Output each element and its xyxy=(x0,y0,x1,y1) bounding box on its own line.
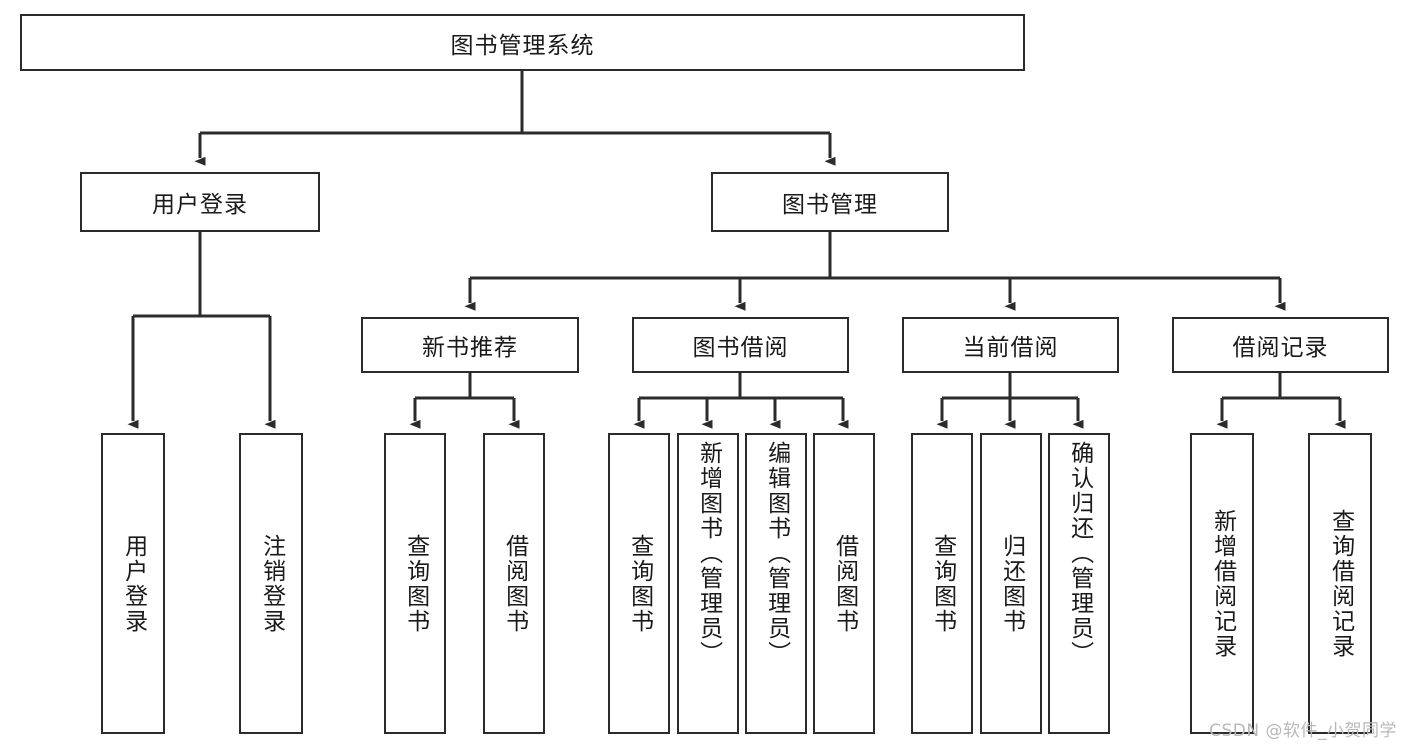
node-leaf-return-book-label: 归还图书 xyxy=(998,533,1025,634)
node-current-borrow[interactable]: 当前借阅 xyxy=(902,317,1119,373)
node-new-book-recommend[interactable]: 新书推荐 xyxy=(361,317,579,373)
node-leaf-query-book-3[interactable]: 查询图书 xyxy=(911,433,973,734)
node-leaf-borrow-book-1[interactable]: 借阅图书 xyxy=(483,433,545,734)
node-leaf-add-book[interactable]: 新增图书（管理员） xyxy=(677,433,739,734)
node-leaf-query-record[interactable]: 查询借阅记录 xyxy=(1308,433,1372,734)
node-leaf-add-record-label: 新增借阅记录 xyxy=(1209,508,1236,659)
csdn-watermark: CSDN @软件_小贺同学 xyxy=(1209,721,1397,741)
node-leaf-query-book-3-label: 查询图书 xyxy=(929,533,956,634)
node-root-label: 图书管理系统 xyxy=(450,32,595,59)
node-leaf-query-record-label: 查询借阅记录 xyxy=(1327,508,1354,659)
node-user-login[interactable]: 用户登录 xyxy=(80,172,320,232)
node-leaf-borrow-book-1-label: 借阅图书 xyxy=(501,533,528,634)
node-book-borrow[interactable]: 图书借阅 xyxy=(632,317,849,373)
node-leaf-add-book-label: 新增图书（管理员） xyxy=(695,441,722,666)
node-current-borrow-label: 当前借阅 xyxy=(962,335,1059,361)
node-leaf-borrow-book-2-label: 借阅图书 xyxy=(831,533,858,634)
node-leaf-query-book-1[interactable]: 查询图书 xyxy=(384,433,446,734)
node-leaf-user-login[interactable]: 用户登录 xyxy=(101,433,165,734)
node-leaf-query-book-2-label: 查询图书 xyxy=(626,533,653,634)
node-leaf-logout-label: 注销登录 xyxy=(258,533,285,634)
node-root[interactable]: 图书管理系统 xyxy=(20,14,1025,71)
node-leaf-edit-book-label: 编辑图书（管理员） xyxy=(763,441,790,666)
node-book-manage-label: 图书管理 xyxy=(782,192,878,218)
node-leaf-edit-book[interactable]: 编辑图书（管理员） xyxy=(745,433,807,734)
node-leaf-logout[interactable]: 注销登录 xyxy=(239,433,303,734)
node-book-manage[interactable]: 图书管理 xyxy=(711,172,949,232)
node-user-login-label: 用户登录 xyxy=(152,192,248,218)
node-leaf-user-login-label: 用户登录 xyxy=(120,533,147,634)
node-new-book-recommend-label: 新书推荐 xyxy=(422,335,518,361)
node-borrow-record-label: 借阅记录 xyxy=(1232,335,1329,361)
node-leaf-return-book[interactable]: 归还图书 xyxy=(980,433,1042,734)
node-borrow-record[interactable]: 借阅记录 xyxy=(1172,317,1389,373)
node-leaf-borrow-book-2[interactable]: 借阅图书 xyxy=(813,433,875,734)
node-book-borrow-label: 图书借阅 xyxy=(692,335,789,361)
node-leaf-query-book-2[interactable]: 查询图书 xyxy=(608,433,670,734)
node-leaf-add-record[interactable]: 新增借阅记录 xyxy=(1190,433,1254,734)
node-leaf-confirm-return[interactable]: 确认归还（管理员） xyxy=(1048,433,1110,734)
node-leaf-confirm-return-label: 确认归还（管理员） xyxy=(1066,441,1093,666)
node-leaf-query-book-1-label: 查询图书 xyxy=(402,533,429,634)
